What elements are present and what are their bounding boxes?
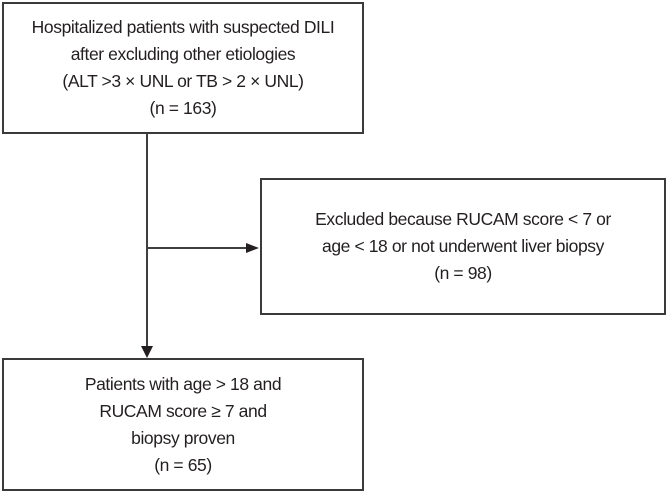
node-text-line: Patients with age > 18 and (84, 373, 282, 394)
right-arrowhead-icon (246, 242, 259, 253)
node-sample-size: (n = 163) (149, 98, 217, 118)
node-text-line: biopsy proven (131, 427, 235, 448)
node-sample-size: (n = 98) (434, 263, 492, 283)
node-sample-size: (n = 65) (154, 454, 212, 475)
node-text-line: RUCAM score ≥ 7 and (99, 400, 267, 421)
connector-exclusion-branch (147, 247, 247, 249)
node-suspected-dili: Hospitalized patients with suspected DIL… (2, 2, 364, 134)
node-text-line: after excluding other etiologies (70, 44, 296, 64)
connector-main-vertical (146, 134, 148, 347)
node-text-line: age < 18 or not underwent liver biopsy (321, 236, 604, 256)
node-text-line: Hospitalized patients with suspected DIL… (31, 17, 335, 37)
node-excluded: Excluded because RUCAM score < 7 or age … (260, 178, 666, 315)
node-text-line: Excluded because RUCAM score < 7 or (315, 209, 611, 229)
down-arrowhead-icon (140, 346, 153, 358)
node-included: Patients with age > 18 and RUCAM score ≥… (2, 358, 364, 491)
node-text-line: (ALT >3 × UNL or TB > 2 × UNL) (62, 71, 304, 91)
